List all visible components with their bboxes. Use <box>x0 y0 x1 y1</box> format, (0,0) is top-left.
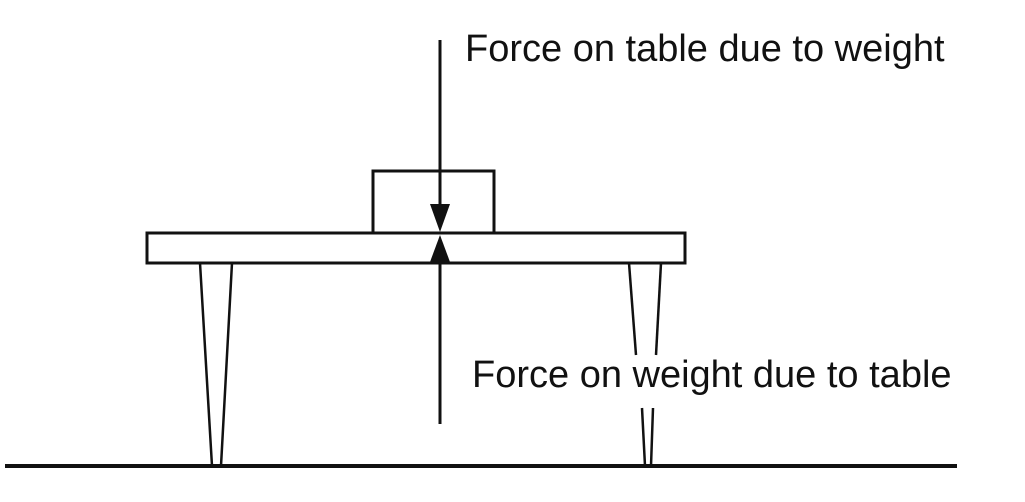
table-leg-right-upper-right <box>654 262 663 356</box>
arrow-up-head <box>430 235 450 262</box>
table-top <box>145 231 687 265</box>
table-leg-right-lower <box>640 407 655 468</box>
weight-block <box>371 169 496 233</box>
table-leg-right-upper-left <box>627 262 638 356</box>
arrow-down-head <box>430 204 450 232</box>
force-label-bottom: Force on weight due to table <box>472 354 952 396</box>
table-leg-left <box>198 261 234 468</box>
force-label-top: Force on table due to weight <box>465 28 945 70</box>
